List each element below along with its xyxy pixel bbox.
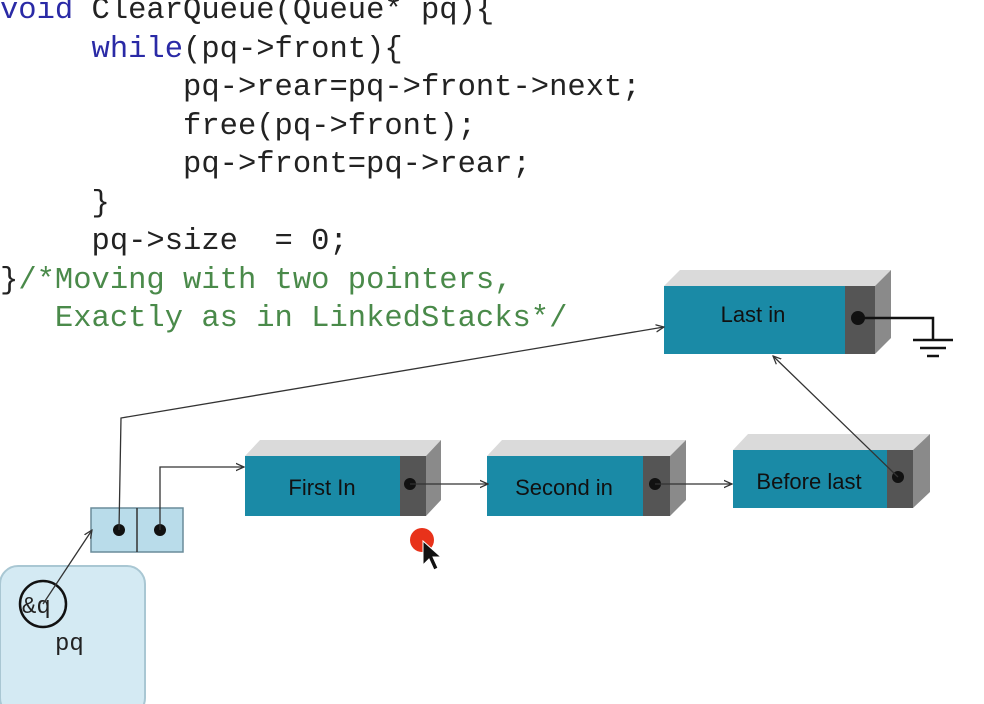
queue-header (90, 507, 184, 553)
code-listing: void ClearQueue(Queue* pq){ while(pq->fr… (0, 0, 641, 339)
arrow-before-last-to-last (773, 356, 899, 478)
node-second-in: Second in (487, 440, 686, 516)
code-keyword: while (91, 32, 184, 67)
code-line-3: pq->rear=pq->front->next; (0, 69, 641, 108)
code-text: } (91, 186, 110, 221)
code-keyword: void (0, 0, 74, 28)
pq-label: pq (55, 631, 84, 658)
node-label: Second in (515, 475, 613, 500)
node-last-in: Last in (664, 270, 891, 354)
code-line-6: } (0, 185, 641, 224)
code-line-7: pq->size = 0; (0, 223, 641, 262)
code-text: } (0, 263, 19, 298)
code-line-5: pq->front=pq->rear; (0, 146, 641, 185)
code-text: ClearQueue(Queue* pq){ (73, 0, 495, 28)
code-text: pq->rear=pq->front->next; (183, 71, 641, 105)
code-text: free(pq->front); (183, 109, 476, 144)
node-before-last: Before last (733, 434, 930, 508)
node-label: First In (288, 475, 355, 500)
code-line-2: while(pq->front){ (0, 31, 641, 70)
node-label: Before last (756, 469, 861, 494)
code-text: pq->size = 0; (91, 225, 348, 259)
code-text: pq->front=pq->rear; (183, 148, 531, 182)
code-comment: Exactly as in LinkedStacks*/ (54, 302, 568, 336)
code-line-1: void ClearQueue(Queue* pq){ (0, 0, 641, 31)
code-line-8: }/*Moving with two pointers, (0, 262, 641, 301)
code-line-4: free(pq->front); (0, 108, 641, 147)
node-label: Last in (721, 302, 786, 327)
code-text: (pq->front){ (183, 32, 403, 67)
code-comment: /*Moving with two pointers, (18, 263, 513, 298)
arrow-front-to-first (159, 467, 244, 530)
arrow-pq-to-header (42, 530, 92, 605)
null-ground-icon (858, 316, 953, 358)
arrow-rear-to-last (118, 327, 664, 531)
node-first-in: First In (245, 440, 441, 516)
mouse-cursor-icon (422, 539, 443, 571)
address-circle (18, 579, 68, 629)
pq-variable-panel: &q pq (0, 565, 146, 704)
code-line-9: Exactly as in LinkedStacks*/ (0, 300, 641, 339)
